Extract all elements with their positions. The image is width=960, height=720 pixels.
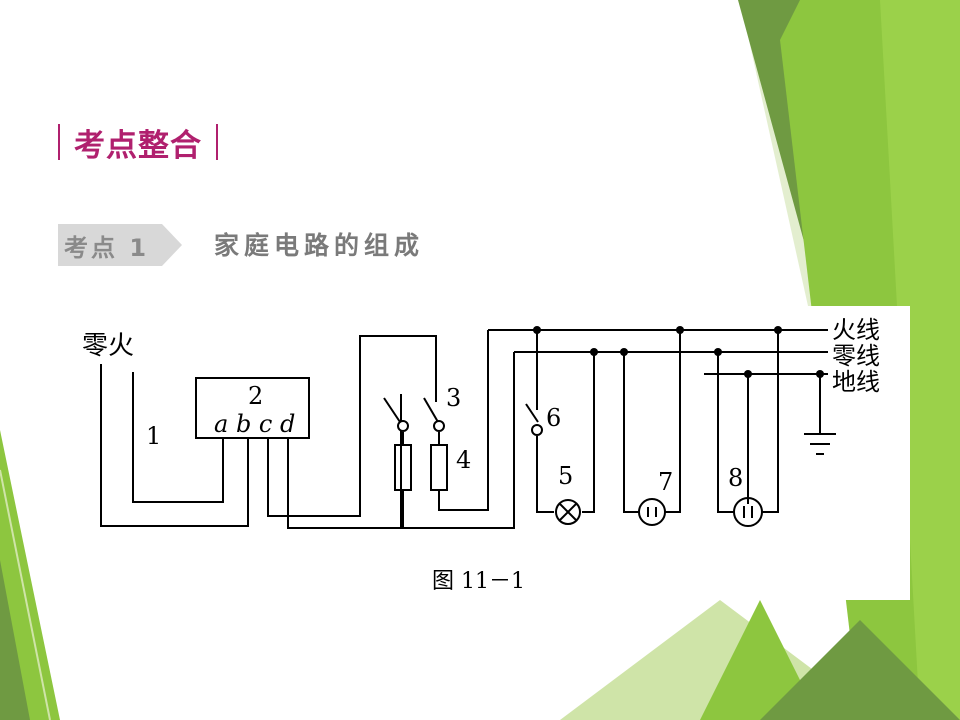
label-neutral-fire: 零火 (82, 331, 134, 361)
label-3: 3 (446, 384, 461, 412)
topic-badge-text: 考点 1 (64, 234, 150, 262)
circuit-svg: 零火 1 2 a b c d 3 4 5 6 7 8 火线 零线 地线 图 11… (82, 316, 880, 594)
label-6: 6 (546, 404, 561, 432)
figure-caption: 图 11－1 (432, 569, 525, 594)
label-5: 5 (558, 462, 573, 490)
circuit-diagram: 零火 1 2 a b c d 3 4 5 6 7 8 火线 零线 地线 图 11… (68, 306, 910, 600)
badge-arrow-shape (58, 224, 190, 266)
label-fire-line: 火线 (832, 316, 880, 344)
lamp-5 (555, 499, 581, 525)
label-neutral-line: 零线 (832, 342, 880, 370)
label-terminals: a b c d (214, 410, 295, 438)
heading-bar-left (58, 124, 60, 160)
label-4: 4 (456, 446, 471, 474)
label-ground-line: 地线 (832, 368, 880, 396)
junction-dots (533, 326, 824, 378)
switch-contacts (397, 420, 543, 436)
fuse-right (430, 444, 448, 491)
label-2: 2 (248, 382, 263, 410)
label-1: 1 (146, 422, 161, 450)
heading-bar-right (216, 124, 218, 160)
heading-text: 考点整合 (74, 127, 202, 164)
topic-title: 家庭电路的组成 (214, 231, 425, 260)
fuse-left (394, 444, 412, 491)
section-heading: 考点整合 (58, 120, 218, 164)
meter-box (195, 377, 310, 439)
label-7: 7 (658, 468, 673, 496)
topic-badge: 考点 1 (58, 224, 190, 270)
socket-two-pin (638, 498, 666, 526)
label-8: 8 (728, 464, 743, 492)
wires (100, 329, 836, 529)
